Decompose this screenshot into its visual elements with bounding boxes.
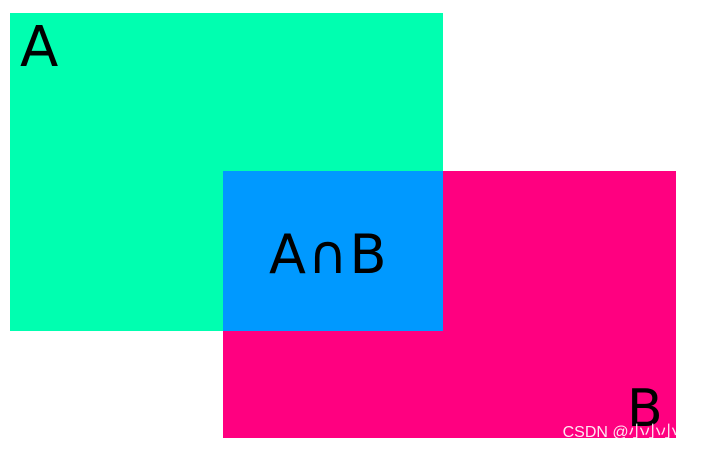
set-b-label: B xyxy=(627,379,663,439)
intersection-region xyxy=(223,171,443,331)
intersection-label: A∩B xyxy=(269,223,389,286)
watermark: CSDN @小小小~ xyxy=(562,424,686,441)
set-a-label: A xyxy=(20,15,59,80)
